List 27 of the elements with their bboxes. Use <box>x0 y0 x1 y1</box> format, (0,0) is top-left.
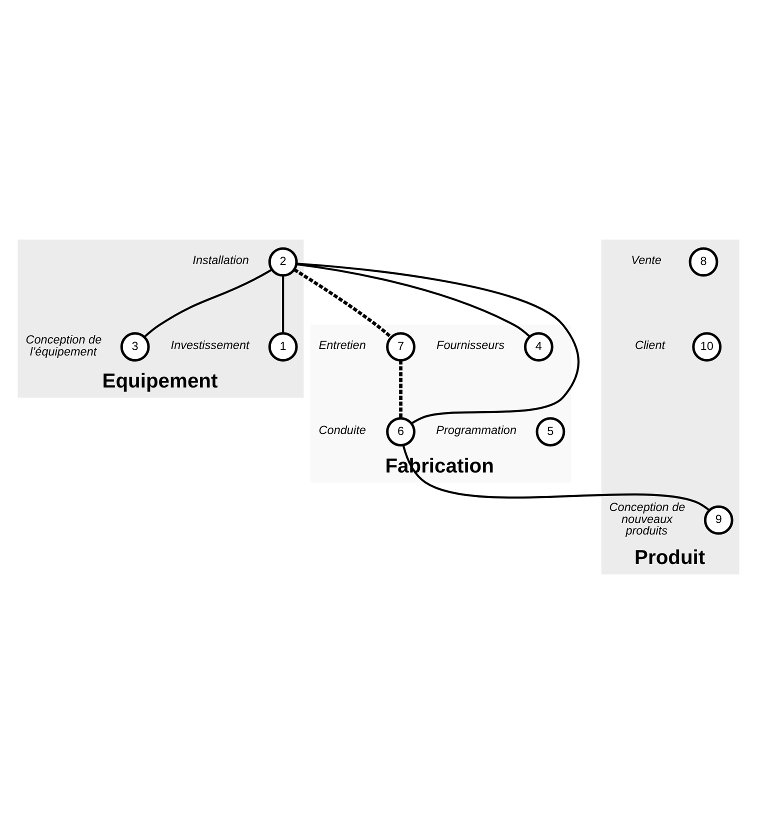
node-circle: 3 <box>120 332 150 362</box>
node-label: Entretien <box>318 339 366 352</box>
connector <box>293 268 392 338</box>
connector <box>282 275 284 334</box>
connector <box>399 360 402 418</box>
node-circle: 5 <box>536 417 566 447</box>
node-circle: 1 <box>268 332 298 362</box>
connector <box>296 263 530 338</box>
node-circle: 9 <box>704 505 734 535</box>
node-label: Fournisseurs <box>436 339 505 352</box>
node-label: Conduite <box>318 424 366 438</box>
connector <box>296 262 580 424</box>
node-circle: 6 <box>386 417 416 447</box>
node-circle: 10 <box>692 332 722 362</box>
node-label: Installation <box>192 254 249 268</box>
connector <box>144 268 272 338</box>
node-label: Conception de l’équipement <box>26 334 102 358</box>
node-label: Client <box>634 339 666 352</box>
connector <box>402 444 710 512</box>
node-label: Vente <box>631 254 662 268</box>
node-label: Programmation <box>436 424 517 438</box>
node-label: Conception de nouveaux produits <box>609 501 686 538</box>
node-label: Investissement <box>170 339 250 352</box>
node-circle: 7 <box>386 332 416 362</box>
node-circle: 8 <box>688 247 718 277</box>
node-circle: 4 <box>524 332 554 362</box>
node-circle: 2 <box>268 247 298 277</box>
